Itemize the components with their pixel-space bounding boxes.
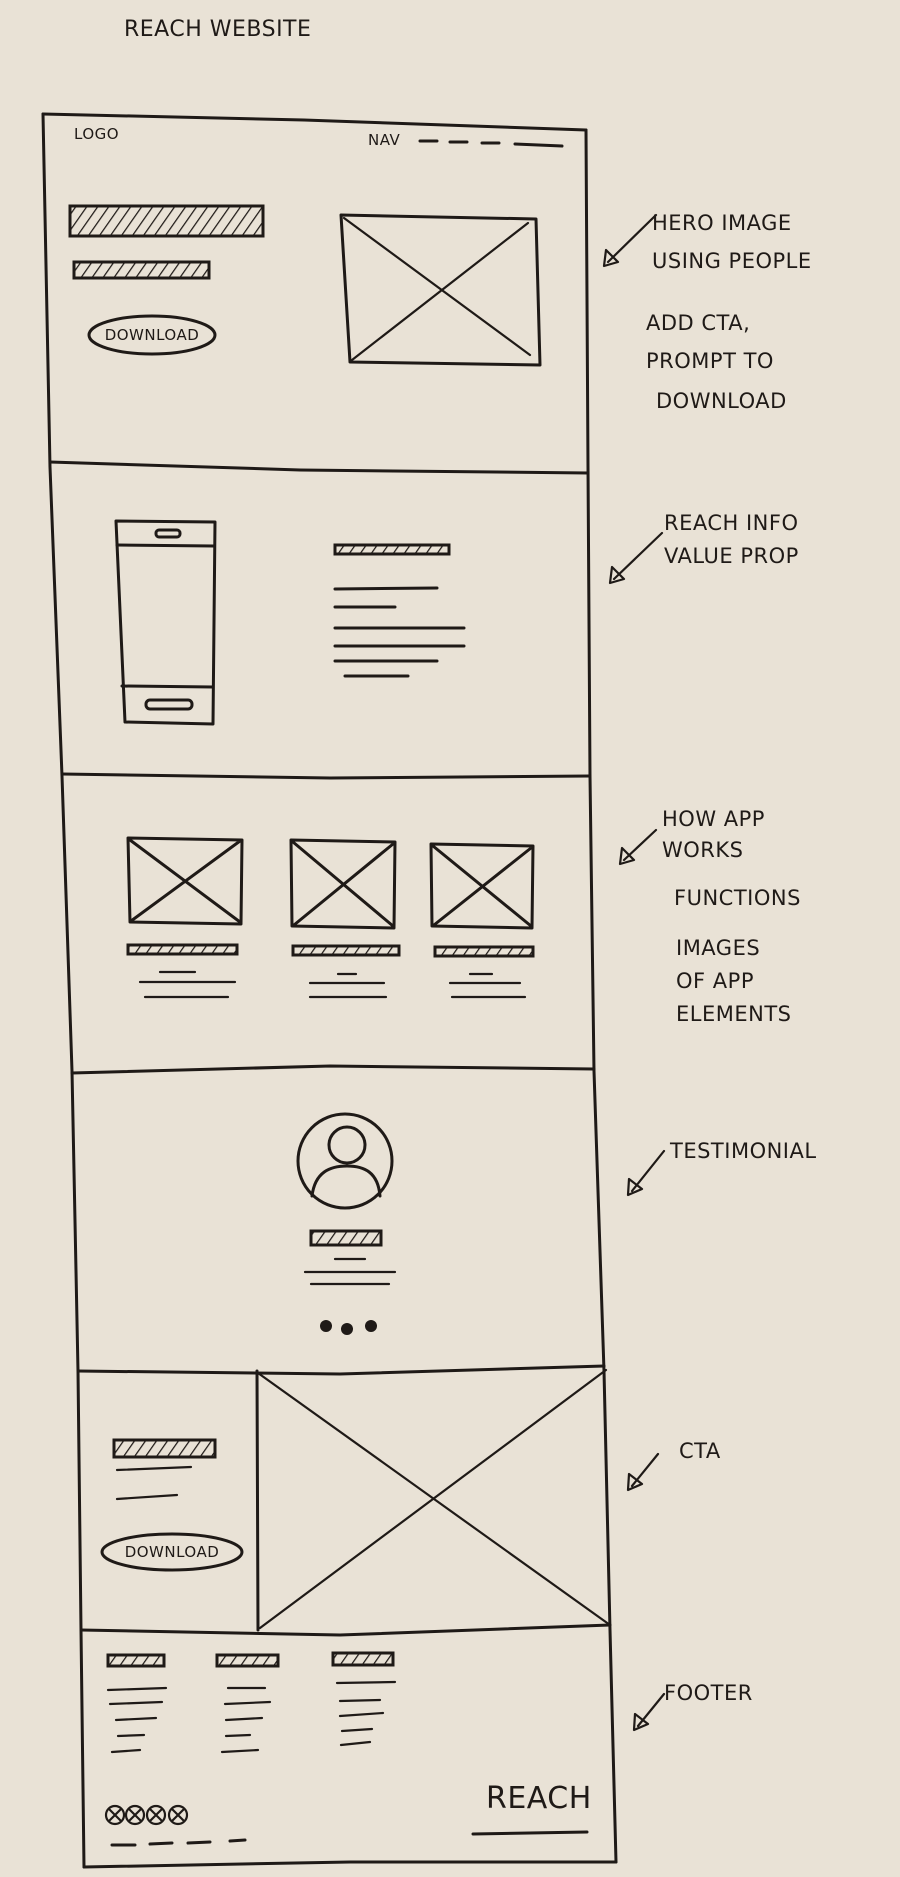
footer-col-1-links[interactable] xyxy=(106,1686,168,1754)
feature-card-3 xyxy=(429,842,535,999)
svg-text:CTA: CTA xyxy=(679,1439,721,1463)
annotation-footer: Footer xyxy=(632,1681,753,1732)
svg-text:Using People: Using People xyxy=(652,249,812,273)
cta-download-button[interactable] xyxy=(100,1532,244,1572)
hero-subheadline-placeholder xyxy=(72,260,211,280)
cta-text-lines xyxy=(115,1465,193,1501)
svg-text:Reach Info: Reach Info xyxy=(664,511,799,535)
cta-divider xyxy=(255,1369,260,1632)
testimonial-section xyxy=(296,1112,397,1335)
svg-text:Footer: Footer xyxy=(664,1681,753,1705)
footer-col-3-heading xyxy=(331,1651,395,1667)
annotation-hero: Hero Image Using People Add CTA, Prompt … xyxy=(602,211,812,413)
nav-links[interactable] xyxy=(418,139,564,148)
annotation-info: Reach Info Value Prop xyxy=(608,511,799,585)
phone-mockup xyxy=(114,519,217,726)
divider-cta xyxy=(79,1623,612,1637)
hero-download-label: Download xyxy=(105,326,200,344)
info-text-lines xyxy=(333,586,466,678)
carousel-dots[interactable] xyxy=(320,1320,377,1335)
how-section xyxy=(126,836,535,999)
footer-brand-underline xyxy=(471,1830,589,1836)
cta-section: Download xyxy=(100,1368,612,1632)
hero-section: Logo Nav Download xyxy=(68,125,564,367)
testimonial-name-placeholder xyxy=(309,1229,383,1247)
logo: Logo xyxy=(74,125,119,143)
footer-col-2-heading xyxy=(215,1653,280,1668)
svg-text:Images: Images xyxy=(676,936,760,960)
svg-text:of App: of App xyxy=(676,969,754,993)
hero-download-button[interactable] xyxy=(87,314,217,356)
svg-text:How App: How App xyxy=(662,807,765,831)
divider-hero xyxy=(48,460,590,475)
divider-testimonial xyxy=(76,1364,606,1376)
info-heading-placeholder xyxy=(333,543,451,556)
social-icons[interactable] xyxy=(104,1804,189,1826)
divider-how xyxy=(70,1064,596,1075)
divider-info xyxy=(60,772,592,780)
testimonial-quote-lines xyxy=(303,1257,397,1286)
feature-card-1 xyxy=(126,836,244,999)
svg-text:Works: Works xyxy=(662,838,744,862)
svg-text:Testimonial: Testimonial xyxy=(669,1139,817,1163)
annotation-cta: CTA xyxy=(626,1439,721,1492)
svg-text:Add CTA,: Add CTA, xyxy=(646,311,750,335)
footer-section: Reach xyxy=(104,1651,592,1847)
feature-card-2 xyxy=(289,838,401,999)
sketch-title: Reach Website xyxy=(124,17,311,42)
svg-text:Hero Image: Hero Image xyxy=(652,211,792,235)
annotation-testimonial: Testimonial xyxy=(626,1139,817,1197)
hero-headline-placeholder xyxy=(68,204,265,238)
footer-col-1-heading xyxy=(106,1653,166,1668)
nav-label: Nav xyxy=(368,131,401,149)
annotation-how: How App Works Functions Images of App El… xyxy=(618,807,801,1026)
svg-text:Value Prop: Value Prop xyxy=(664,544,799,568)
page-frame xyxy=(41,112,618,1869)
footer-legal-links[interactable] xyxy=(110,1838,247,1847)
avatar-icon xyxy=(296,1112,394,1210)
cta-image-placeholder xyxy=(256,1368,612,1630)
cta-download-label: Download xyxy=(125,1543,220,1561)
footer-brand: Reach xyxy=(486,1781,592,1816)
info-section xyxy=(114,519,466,726)
svg-text:Prompt to: Prompt to xyxy=(646,349,774,373)
footer-col-2-links[interactable] xyxy=(220,1686,272,1754)
cta-heading-placeholder xyxy=(112,1438,217,1459)
footer-col-3-links[interactable] xyxy=(335,1680,397,1747)
hero-image-placeholder xyxy=(339,213,542,367)
svg-text:Download: Download xyxy=(656,389,787,413)
svg-text:Functions: Functions xyxy=(674,886,801,910)
svg-text:Elements: Elements xyxy=(676,1002,792,1026)
